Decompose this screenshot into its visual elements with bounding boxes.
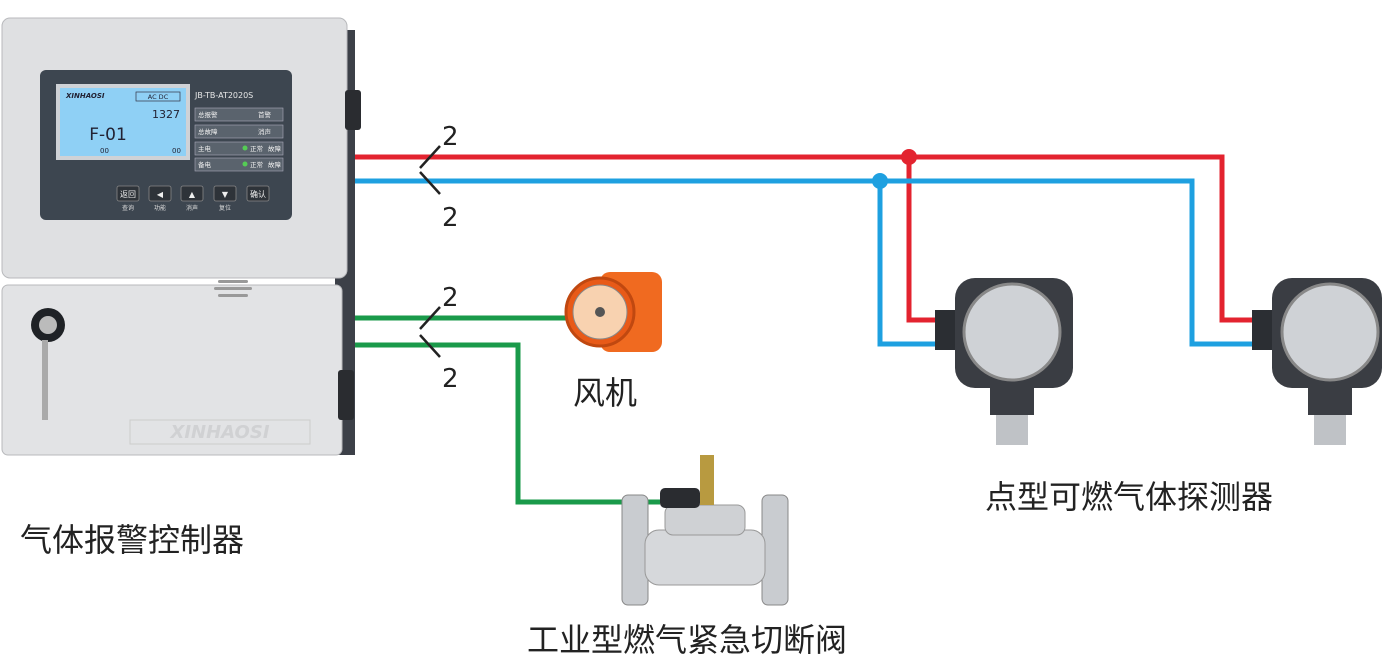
red-wire-branch — [906, 157, 940, 323]
valve-label: 工业型燃气紧急切断阀 — [527, 621, 848, 659]
valve-wire — [345, 342, 660, 505]
blue-junction — [872, 173, 888, 189]
fan-wire-count: 2 — [442, 283, 459, 313]
svg-text:查询: 查询 — [122, 204, 134, 212]
blue-wire-branch — [877, 181, 940, 347]
button-left: ◀ — [157, 190, 164, 199]
button-back: 返回 — [120, 190, 136, 199]
indicator-main-normal: 正常 — [250, 144, 263, 153]
lcd-right-count: 00 — [172, 147, 181, 155]
svg-text:功能: 功能 — [154, 204, 166, 212]
lcd-value: 1327 — [152, 108, 180, 121]
emergency-shutoff-valve — [621, 455, 789, 606]
svg-text:XINHAOSI: XINHAOSI — [169, 422, 269, 443]
indicator-backup-normal: 正常 — [250, 160, 263, 169]
valve-wire-count: 2 — [442, 364, 459, 394]
indicator-backup-power: 备电 — [198, 160, 212, 169]
blue-wire-count: 2 — [442, 203, 459, 233]
svg-text:消声: 消声 — [186, 204, 198, 212]
indicator-silence: 消声 — [258, 127, 272, 136]
gas-alarm-controller: XINHAOSI AC DC 1327 F-01 00 00 JB-TB-AT2… — [1, 17, 361, 456]
button-confirm: 确认 — [250, 189, 266, 199]
button-down: ▼ — [222, 190, 229, 199]
indicator-backup-fault: 故障 — [268, 160, 282, 169]
indicator-total-fault: 总故障 — [198, 127, 218, 136]
controller-label: 气体报警控制器 — [20, 521, 245, 559]
red-junction — [901, 149, 917, 165]
indicator-main-fault: 故障 — [268, 144, 282, 153]
fan-label: 风机 — [573, 374, 638, 412]
lcd-left-count: 00 — [100, 147, 109, 155]
button-up: ▲ — [189, 190, 196, 199]
red-wire-count: 2 — [442, 122, 459, 152]
lcd-brand: XINHAOSI — [65, 92, 105, 100]
indicator-first-alarm: 首警 — [258, 110, 272, 119]
gas-detector-1 — [935, 278, 1073, 445]
svg-text:复位: 复位 — [219, 204, 231, 212]
detector-label: 点型可燃气体探测器 — [985, 478, 1274, 516]
indicator-main-power: 主电 — [198, 144, 212, 153]
fan-device — [564, 272, 662, 352]
lcd-mode: AC DC — [148, 93, 169, 101]
model-number: JB-TB-AT2020S — [194, 91, 253, 100]
lcd-code: F-01 — [89, 125, 127, 145]
indicator-total-alarm: 总报警 — [198, 110, 218, 119]
blue-wire — [350, 178, 1255, 347]
red-wire — [350, 154, 1255, 323]
gas-detector-2 — [1252, 278, 1382, 445]
